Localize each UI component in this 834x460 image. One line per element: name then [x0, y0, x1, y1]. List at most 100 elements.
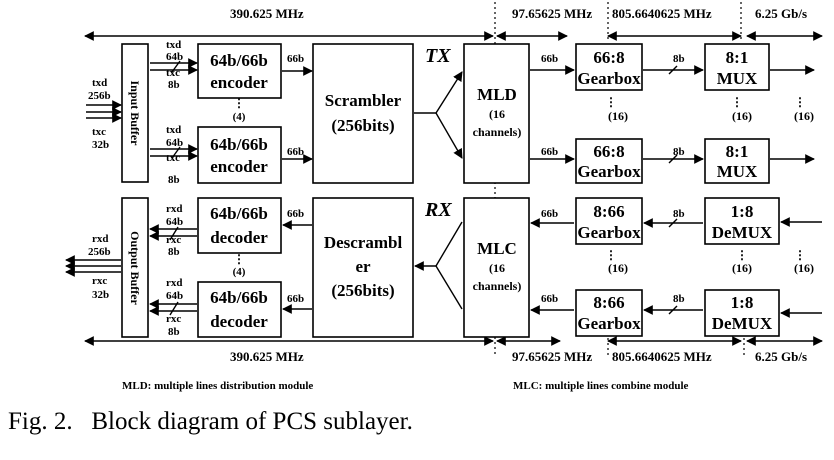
input-buffer: [121, 43, 149, 183]
legend-mlc: MLC: multiple lines combine module: [513, 380, 689, 392]
svg-text:64b/66b: 64b/66b: [210, 288, 268, 307]
demux-2: [704, 289, 780, 337]
dec1-66b-label: 66b: [287, 208, 304, 220]
clock-label-805: 805.6640625 MHz: [612, 6, 712, 21]
bottom-clock-ruler: 390.625 MHz 97.65625 MHz 805.6640625 MHz…: [84, 336, 823, 364]
svg-text:64b: 64b: [166, 51, 183, 63]
svg-text:1:8: 1:8: [731, 202, 754, 221]
txd-label: txd: [92, 77, 107, 89]
mux-count: (16): [732, 109, 752, 123]
svg-text:⋮: ⋮: [731, 95, 743, 109]
mld: [463, 43, 530, 184]
svg-text:8b: 8b: [168, 79, 180, 91]
svg-text:⋮: ⋮: [794, 95, 806, 109]
svg-text:(256bits): (256bits): [331, 281, 394, 300]
mux-1: [704, 43, 770, 91]
svg-text:⋮: ⋮: [794, 248, 806, 262]
svg-text:8b: 8b: [673, 146, 685, 158]
svg-text:Gearbox: Gearbox: [577, 69, 641, 88]
svg-text:er: er: [355, 257, 371, 276]
rx-section-label: RX: [424, 199, 452, 221]
svg-text:64b/66b: 64b/66b: [210, 204, 268, 223]
demux-1: [704, 197, 780, 245]
mlc-in-2-label: 66b: [541, 293, 558, 305]
svg-text:8:1: 8:1: [726, 48, 749, 67]
svg-text:rxc: rxc: [166, 313, 181, 325]
svg-text:8b: 8b: [673, 293, 685, 305]
serial-in-count: (16): [794, 261, 814, 275]
rx-gearbox-count: (16): [608, 261, 628, 275]
svg-text:rxd: rxd: [166, 203, 183, 215]
rx-gearbox-1: [575, 197, 643, 245]
svg-text:Scrambler: Scrambler: [325, 91, 402, 110]
clock-label-390-bottom: 390.625 MHz: [230, 349, 304, 364]
clock-label-97-bottom: 97.65625 MHz: [512, 349, 592, 364]
rx-gearbox-2: [575, 289, 643, 337]
svg-text:64b: 64b: [166, 216, 183, 228]
scrambler: [312, 43, 414, 184]
tx-section-label: TX: [425, 45, 451, 67]
encoder-2: [197, 126, 282, 184]
tx-gearbox-1: [575, 43, 643, 91]
demux-count: (16): [732, 261, 752, 275]
svg-text:8:1: 8:1: [726, 142, 749, 161]
svg-text:Descrambl: Descrambl: [324, 233, 403, 252]
figure-caption: Fig. 2. Block diagram of PCS sublayer.: [8, 408, 413, 435]
svg-text:8b: 8b: [673, 208, 685, 220]
clock-label-805-bottom: 805.6640625 MHz: [612, 349, 712, 364]
svg-text:MLD: MLD: [477, 85, 517, 104]
svg-text:256b: 256b: [88, 246, 111, 258]
svg-text:⋮: ⋮: [736, 248, 748, 262]
output-buffer: [121, 197, 149, 338]
pcs-block-diagram: 390.625 MHz 97.65625 MHz 805.6640625 MHz…: [65, 2, 823, 392]
svg-text:MLC: MLC: [477, 239, 517, 258]
svg-text:DeMUX: DeMUX: [712, 223, 773, 242]
rx-decoder-2-signals: rxd 64b rxc 8b: [149, 277, 197, 338]
svg-text:txc: txc: [166, 67, 180, 79]
svg-text:rxc: rxc: [166, 234, 181, 246]
svg-text:rxd: rxd: [166, 277, 183, 289]
encoder-count: (4): [233, 111, 246, 123]
tx-input-signals: txd 256b txc 32b: [86, 77, 122, 151]
mld-out-1-label: 66b: [541, 53, 558, 65]
decoder-count: (4): [233, 266, 246, 278]
serial-out-count: (16): [794, 109, 814, 123]
svg-text:rxd: rxd: [92, 233, 109, 245]
output-buffer-label: Output Buffer: [128, 231, 142, 305]
svg-text:channels): channels): [473, 125, 522, 139]
svg-text:MUX: MUX: [717, 162, 758, 181]
svg-text:txd: txd: [166, 124, 181, 136]
svg-text:txd: txd: [166, 39, 181, 51]
svg-text:8b: 8b: [168, 326, 180, 338]
svg-text:8:66: 8:66: [593, 293, 624, 312]
svg-text:decoder: decoder: [210, 228, 268, 247]
decoder-dots: ⋮: [233, 252, 245, 266]
tx-encoder-1-signals: txd 64b txc 8b: [150, 39, 198, 91]
svg-text:encoder: encoder: [210, 157, 268, 176]
mlc-in-1-label: 66b: [541, 208, 558, 220]
svg-text:64b/66b: 64b/66b: [210, 135, 268, 154]
clock-label-625-bottom: 6.25 Gb/s: [755, 349, 807, 364]
svg-text:Gearbox: Gearbox: [577, 223, 641, 242]
svg-text:Gearbox: Gearbox: [577, 314, 641, 333]
decoder-1: [197, 197, 282, 254]
svg-text:8:66: 8:66: [593, 202, 624, 221]
txc-width-label: 32b: [92, 139, 109, 151]
svg-text:channels): channels): [473, 279, 522, 293]
svg-text:DeMUX: DeMUX: [712, 314, 773, 333]
decoder-2: [197, 281, 282, 338]
encoder-dots: ⋮: [233, 96, 245, 110]
svg-text:8b: 8b: [168, 174, 180, 186]
encoder-1: [197, 43, 282, 99]
dec2-66b-label: 66b: [287, 293, 304, 305]
clock-label-97: 97.65625 MHz: [512, 6, 592, 21]
mux-2: [704, 138, 770, 184]
enc1-66b-label: 66b: [287, 53, 304, 65]
svg-text:encoder: encoder: [210, 73, 268, 92]
svg-text:txc: txc: [166, 152, 180, 164]
rx-output-signals: rxd 256b rxc 32b: [65, 233, 121, 301]
mlc: [463, 197, 530, 338]
enc2-66b-label: 66b: [287, 146, 304, 158]
svg-text:⋮: ⋮: [605, 95, 617, 109]
tx-gearbox-2: [575, 138, 643, 184]
